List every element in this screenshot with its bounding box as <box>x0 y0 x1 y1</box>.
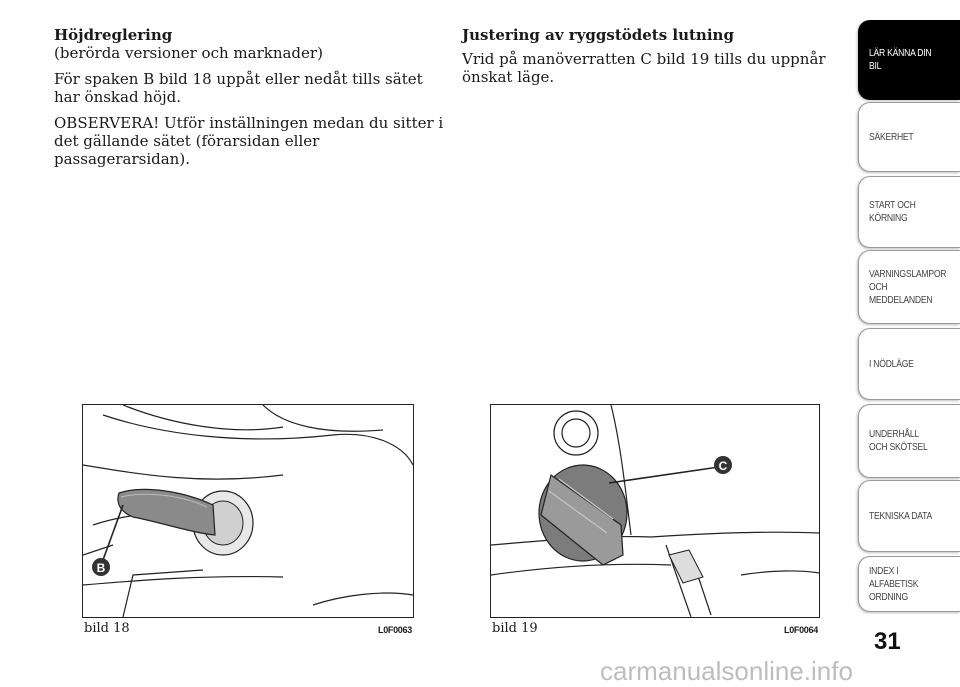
tab-label: TEKNISKA DATA <box>869 509 932 522</box>
figure-code: L0F0063 <box>378 625 412 635</box>
seat-lever-illustration: B <box>83 405 413 617</box>
instruction-paragraph: För spaken B bild 18 uppåt eller nedåt t… <box>54 70 423 106</box>
tab-start-och-korning[interactable]: START OCH KÖRNING <box>858 176 960 248</box>
left-column: Höjdreglering (berörda versioner och mar… <box>54 26 444 176</box>
tab-label: SÄKERHET <box>869 130 914 143</box>
tab-label: I NÖDLÄGE <box>869 357 914 370</box>
figure-seat-height-lever: B <box>82 404 414 618</box>
tab-label: UNDERHÅLL OCH SKÖTSEL <box>869 428 928 453</box>
tab-label: LÄR KÄNNA DIN BIL <box>869 47 932 72</box>
watermark: carmanualsonline.info <box>600 656 853 686</box>
callout-label-c: C <box>719 459 728 473</box>
right-column: Justering av ryggstödets lutning Vrid på… <box>462 26 832 94</box>
tab-lar-kanna-din-bil[interactable]: LÄR KÄNNA DIN BIL <box>858 20 960 100</box>
figure-caption: bild 18 <box>84 621 130 636</box>
figure-caption: bild 19 <box>492 621 538 636</box>
callout-marker <box>714 456 732 474</box>
note-paragraph: OBSERVERA! Utför inställningen medan du … <box>54 114 444 168</box>
callout-marker <box>92 558 110 576</box>
section-heading-backrest: Justering av ryggstödets lutning <box>462 26 734 44</box>
callout-label-b: B <box>97 561 106 575</box>
page-number: 31 <box>874 628 901 655</box>
tab-label: START OCH KÖRNING <box>869 199 916 224</box>
backrest-knob-illustration: C <box>491 405 819 617</box>
tab-sakerhet[interactable]: SÄKERHET <box>858 102 960 172</box>
tab-varningslampor[interactable]: VARNINGSLAMPOR OCH MEDDELANDEN <box>858 250 960 324</box>
section-subheading: (berörda versioner och marknader) <box>54 44 323 62</box>
instruction-paragraph: Vrid på manöverratten C bild 19 tills du… <box>462 50 826 86</box>
tab-index[interactable]: INDEX I ALFABETISK ORDNING <box>858 556 960 612</box>
chapter-tabs: LÄR KÄNNA DIN BIL SÄKERHET START OCH KÖR… <box>858 20 960 612</box>
tab-label: INDEX I ALFABETISK ORDNING <box>869 564 919 603</box>
tab-tekniska-data[interactable]: TEKNISKA DATA <box>858 480 960 552</box>
section-heading-height: Höjdreglering <box>54 26 173 44</box>
tab-i-nodlage[interactable]: I NÖDLÄGE <box>858 328 960 400</box>
tab-label: VARNINGSLAMPOR OCH MEDDELANDEN <box>869 267 947 306</box>
tab-underhall-och-skotsel[interactable]: UNDERHÅLL OCH SKÖTSEL <box>858 404 960 478</box>
figure-code: L0F0064 <box>784 625 818 635</box>
figure-backrest-knob: C <box>490 404 820 618</box>
